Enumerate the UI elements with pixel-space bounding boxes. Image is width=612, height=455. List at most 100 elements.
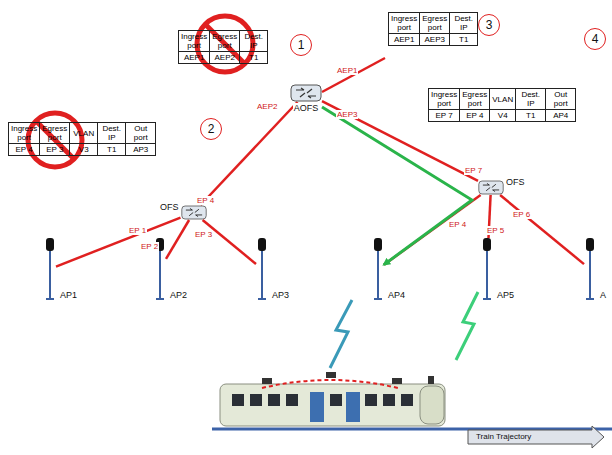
table-cell: T1 <box>240 52 268 64</box>
table-cell: T1 <box>516 110 546 122</box>
table-cell: Dest. IP <box>450 13 478 34</box>
table-row: Ingress port Egress port Dest. IP <box>179 31 268 52</box>
table-header: Egress port <box>212 32 237 50</box>
table-header: Egress port <box>422 14 447 32</box>
table-cell: V4 <box>490 110 516 122</box>
flow-table: Ingress portEgress portVLANDest. IPOut p… <box>428 88 576 122</box>
table-cell: AEP1 <box>179 52 210 64</box>
access-point: AP1 <box>44 238 77 300</box>
link-line <box>203 220 256 264</box>
port-label: EP 5 <box>486 226 505 235</box>
node-label: OFS <box>506 177 525 187</box>
table-cell: Dest. IP <box>98 123 126 144</box>
antenna-icon <box>481 238 493 300</box>
table-row: Ingress portEgress portVLANDest. IPOut p… <box>429 89 576 110</box>
table-cell: Ingress port <box>429 89 460 110</box>
table-cell: Egress port <box>460 89 490 110</box>
table-cell-text: EP 7 <box>436 111 453 120</box>
switch-icon <box>478 180 504 195</box>
node-label: AP3 <box>272 290 289 300</box>
link-line <box>56 218 181 267</box>
table-cell: VLAN <box>490 89 516 110</box>
port-label: AEP2 <box>256 102 278 111</box>
table-header: Egress port <box>462 90 487 108</box>
access-point: AP3 <box>256 238 289 300</box>
port-label: EP 4 <box>448 220 467 229</box>
table-row: Ingress portEgress port VLAN Dest. IP Out p… <box>9 123 156 144</box>
table-header: Out port <box>554 90 568 108</box>
table-cell: EP 4 <box>460 110 490 122</box>
table-cell: AEP3 <box>420 34 450 46</box>
table-cell: AEP1 <box>389 34 420 46</box>
antenna-icon <box>256 238 268 300</box>
port-label: AEP3 <box>336 110 358 119</box>
switch-node: OFS <box>478 180 525 195</box>
node-label: A <box>600 290 606 300</box>
table-cell: Ingress port <box>389 13 420 34</box>
table-cell-text: T1 <box>459 35 468 44</box>
table-header: Out port <box>134 124 148 142</box>
port-label: EP 4 <box>196 196 215 205</box>
table-row: AEP1 AEP2 T1 <box>179 52 268 64</box>
table-header: Ingress port <box>181 32 207 50</box>
table-cell-text: EP 4 <box>466 111 483 120</box>
table-row: Ingress port Egress portDest. IP <box>389 13 478 34</box>
table-header: VLAN <box>492 95 513 104</box>
flow-table: Ingress port Egress portDest. IP AEP1 AEP3 T… <box>388 12 478 46</box>
port-label: EP 3 <box>194 230 213 239</box>
table-cell: Out port <box>546 89 576 110</box>
table-cell-text: EP 4 <box>16 145 33 154</box>
flow-table: Ingress port Egress port Dest. IP AEP1 AEP2 T… <box>178 30 268 64</box>
table-cell-text: V4 <box>498 111 508 120</box>
table-header: Ingress port <box>431 90 457 108</box>
node-label: AOFS <box>293 103 320 113</box>
port-label: EP 2 <box>140 242 159 251</box>
table-row: EP 7 EP 4 V4 T1 AP4 <box>429 110 576 122</box>
port-label: EP 1 <box>128 226 147 235</box>
table-cell-text: AP3 <box>133 145 148 154</box>
link-line <box>500 195 584 264</box>
table-cell-text: EP 3 <box>46 145 63 154</box>
table-cell-text: AEP2 <box>215 53 235 62</box>
flow-table: Ingress portEgress port VLAN Dest. IP Out p… <box>8 122 156 156</box>
node-label: AP2 <box>170 290 187 300</box>
flow-path-arrow <box>322 107 472 265</box>
table-header: VLAN <box>73 129 94 138</box>
table-header: Dest. IP <box>244 32 263 50</box>
table-cell: Out port <box>126 123 156 144</box>
switch-node: AOFS <box>290 84 322 113</box>
table-cell-text: AEP1 <box>394 35 414 44</box>
node-label: AP5 <box>497 290 514 300</box>
table-cell: VLAN <box>70 123 98 144</box>
table-cell: V3 <box>70 144 98 156</box>
table-cell: Egress port <box>40 123 70 144</box>
node-label: AP4 <box>388 290 405 300</box>
table-cell-text: AEP3 <box>425 35 445 44</box>
port-label: AEP1 <box>336 66 358 75</box>
callout-number: 4 <box>584 28 606 50</box>
table-cell: AP4 <box>546 110 576 122</box>
antenna-icon <box>584 238 596 300</box>
antenna-icon <box>44 238 56 300</box>
table-cell: Ingress port <box>9 123 40 144</box>
access-point: AP4 <box>372 238 405 300</box>
table-header: Ingress port <box>391 14 417 32</box>
table-cell-text: AP4 <box>553 111 568 120</box>
table-cell: EP 4 <box>9 144 40 156</box>
table-cell: Ingress port <box>179 31 210 52</box>
table-cell-text: T1 <box>249 53 258 62</box>
callout-number: 1 <box>290 34 312 56</box>
access-point: AP5 <box>481 238 514 300</box>
table-cell-text: V3 <box>79 145 89 154</box>
table-cell: AEP2 <box>210 52 240 64</box>
callout-number: 3 <box>478 14 500 36</box>
table-cell: Dest. IP <box>240 31 268 52</box>
link-line <box>201 102 298 205</box>
table-cell: EP 7 <box>429 110 460 122</box>
table-row: EP 4EP 3V3T1AP3 <box>9 144 156 156</box>
table-cell-text: T1 <box>526 111 535 120</box>
table-header: Egress port <box>42 124 67 142</box>
